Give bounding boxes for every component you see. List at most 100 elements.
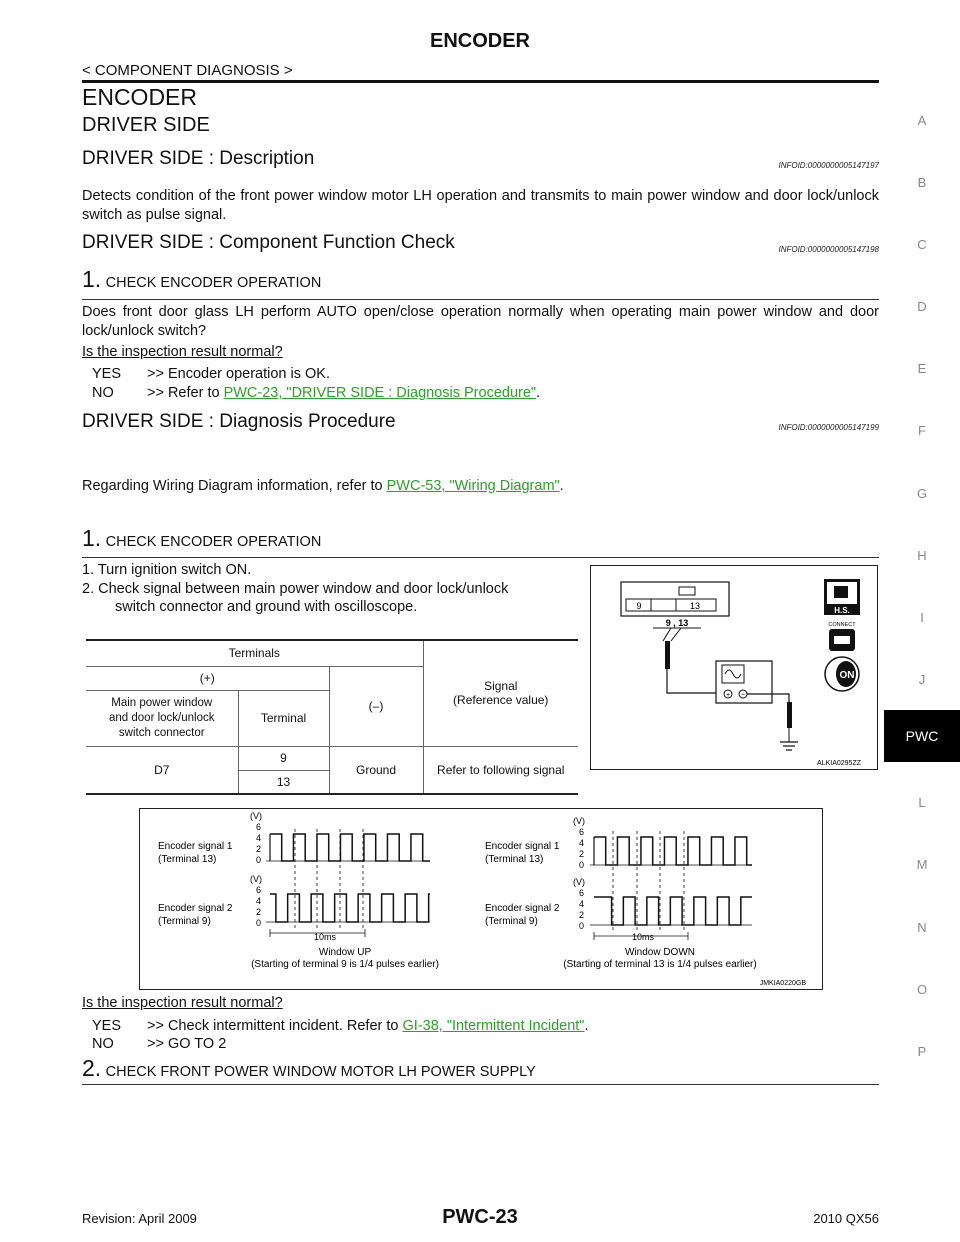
table-cell-terminal-13: 13	[237, 770, 329, 793]
encoder-signal-figure: Encoder signal 1 (Terminal 13) Encoder s…	[139, 808, 823, 990]
left-terminal-9-label: (Terminal 9)	[158, 916, 211, 927]
page-subtitle: DRIVER SIDE	[82, 114, 210, 136]
encoder-waveform	[594, 896, 752, 926]
window-up-title: Window UP	[319, 947, 372, 958]
diagnosis-procedure-link[interactable]: PWC-23, "DRIVER SIDE : Diagnosis Procedu…	[223, 385, 537, 401]
section-label: < COMPONENT DIAGNOSIS >	[82, 62, 293, 79]
right-terminal-13-label: (Terminal 13)	[485, 854, 543, 865]
right-encoder-2-label: Encoder signal 2	[485, 903, 560, 914]
side-index-tab-n[interactable]: N	[917, 920, 927, 935]
function-check-text: Does front door glass LH perform AUTO op…	[82, 304, 879, 339]
probe-label: 9 , 13	[666, 618, 689, 628]
left-encoder-2-label: Encoder signal 2	[158, 903, 233, 914]
side-index-tab-c[interactable]: C	[917, 237, 927, 252]
tick-label: 2	[579, 849, 584, 859]
table-cell-connector: D7	[154, 762, 170, 777]
step-title: CHECK ENCODER OPERATION	[105, 534, 322, 550]
hs-icon-label: H.S.	[834, 606, 850, 615]
diagnosis-question: Is the inspection result normal?	[82, 995, 283, 1011]
side-index-tab-m[interactable]: M	[916, 857, 928, 872]
step-divider	[82, 1084, 879, 1085]
function-check-step: 1. CHECK ENCODER OPERATION	[82, 266, 321, 293]
wiring-diagram-ref: Regarding Wiring Diagram information, re…	[82, 478, 564, 494]
encoder-waveform	[594, 836, 752, 866]
function-check-no: NO>> Refer to PWC-23, "DRIVER SIDE : Dia…	[92, 385, 541, 401]
diagnosis-infoid: INFOID:0000000005147199	[778, 423, 879, 432]
side-index-tab-g[interactable]: G	[916, 486, 928, 501]
header-divider	[82, 80, 879, 83]
table-header-terminal: Terminal	[237, 690, 329, 747]
side-index-tab-p[interactable]: P	[917, 1044, 927, 1059]
right-encoder-1-label: Encoder signal 1	[485, 841, 560, 852]
right-top-v-unit: (V)	[573, 816, 585, 826]
page-header-title: ENCODER	[429, 30, 530, 52]
step-divider	[82, 299, 879, 300]
figure-code: JMKIA0220GB	[760, 980, 807, 987]
diagnosis-step-1: 1. CHECK ENCODER OPERATION	[82, 525, 321, 552]
table-cell-terminal-9: 9	[237, 746, 329, 771]
tick-label: 0	[579, 921, 584, 931]
diagnosis-yes: YES>> Check intermittent incident. Refer…	[92, 1018, 589, 1034]
step-number: 1.	[82, 266, 102, 292]
encoder-waveform	[270, 893, 430, 923]
wiring-diagram-link[interactable]: PWC-53, "Wiring Diagram"	[386, 478, 560, 494]
step-title: CHECK ENCODER OPERATION	[105, 275, 322, 291]
step-number: 1.	[82, 525, 102, 551]
side-index-tab-f[interactable]: F	[918, 423, 926, 438]
tick-label: 4	[256, 896, 261, 906]
footer-revision: Revision: April 2009	[82, 1211, 197, 1226]
window-up-note: (Starting of terminal 9 is 1/4 pulses ea…	[251, 959, 439, 970]
figure-code: ALKIA0295ZZ	[817, 760, 862, 767]
ignition-on-label: ON	[840, 670, 855, 681]
table-header-plus: (+)	[86, 666, 329, 691]
tick-label: 6	[579, 888, 584, 898]
side-index-tab-e[interactable]: E	[917, 361, 927, 376]
right-time-scale: 10ms	[632, 932, 655, 942]
step-title: CHECK FRONT POWER WINDOW MOTOR LH POWER …	[105, 1064, 536, 1080]
connector-diagram: 9 13 9 , 13 + − H.S. CONNECT ON ALKIA029…	[620, 579, 862, 767]
table-cell-ground: Ground	[328, 746, 423, 793]
tick-label: 2	[256, 907, 261, 917]
table-header-connector: Main power window and door lock/unlock s…	[86, 690, 238, 747]
step-number: 2.	[82, 1055, 102, 1081]
tick-label: 0	[579, 860, 584, 870]
side-index-tab-pwc[interactable]: PWC	[884, 710, 960, 762]
encoder-waveform	[270, 833, 430, 862]
function-check-yes: YES>> Encoder operation is OK.	[92, 366, 330, 382]
window-down-title: Window DOWN	[625, 947, 695, 958]
table-header-terminals: Terminals	[86, 641, 423, 667]
diagnosis-no: NO>> GO TO 2	[92, 1036, 227, 1052]
left-bottom-v-unit: (V)	[250, 874, 262, 884]
side-index-tab-a[interactable]: A	[917, 113, 927, 128]
side-index-tab-j[interactable]: J	[918, 672, 926, 687]
footer-page-number: PWC-23	[442, 1206, 518, 1228]
description-infoid: INFOID:0000000005147197	[778, 161, 879, 170]
side-index-tab-h[interactable]: H	[917, 548, 927, 563]
connect-icon-label: CONNECT	[828, 622, 856, 628]
svg-text:−: −	[741, 692, 745, 699]
side-index-tab-i[interactable]: I	[920, 610, 924, 625]
instruction-2: 2. Check signal between main power windo…	[82, 581, 509, 597]
pin-13-label: 13	[690, 601, 700, 611]
left-terminal-13-label: (Terminal 13)	[158, 854, 216, 865]
side-index-tab-d[interactable]: D	[917, 299, 927, 314]
tick-label: 2	[256, 844, 261, 854]
intermittent-incident-link[interactable]: GI-38, "Intermittent Incident"	[402, 1018, 585, 1034]
instruction-1: 1. Turn ignition switch ON.	[82, 562, 252, 578]
right-bottom-v-unit: (V)	[573, 877, 585, 887]
table-header-signal: Signal (Reference value)	[422, 641, 578, 747]
left-top-v-unit: (V)	[250, 811, 262, 821]
tick-label: 4	[579, 899, 584, 909]
side-index-tab-b[interactable]: B	[917, 175, 927, 190]
side-index-tab-o[interactable]: O	[916, 982, 928, 997]
page-title: ENCODER	[82, 84, 198, 110]
right-terminal-9-label: (Terminal 9)	[485, 916, 538, 927]
tick-label: 6	[579, 827, 584, 837]
description-text: Detects condition of the front power win…	[82, 188, 879, 223]
function-check-heading: DRIVER SIDE : Component Function Check	[82, 232, 455, 253]
tick-label: 6	[256, 822, 261, 832]
left-time-scale: 10ms	[314, 932, 337, 942]
encoder-waveforms: Encoder signal 1 (Terminal 13) Encoder s…	[158, 811, 807, 987]
side-index-tab-l[interactable]: L	[918, 795, 926, 810]
tick-label: 0	[256, 918, 261, 928]
